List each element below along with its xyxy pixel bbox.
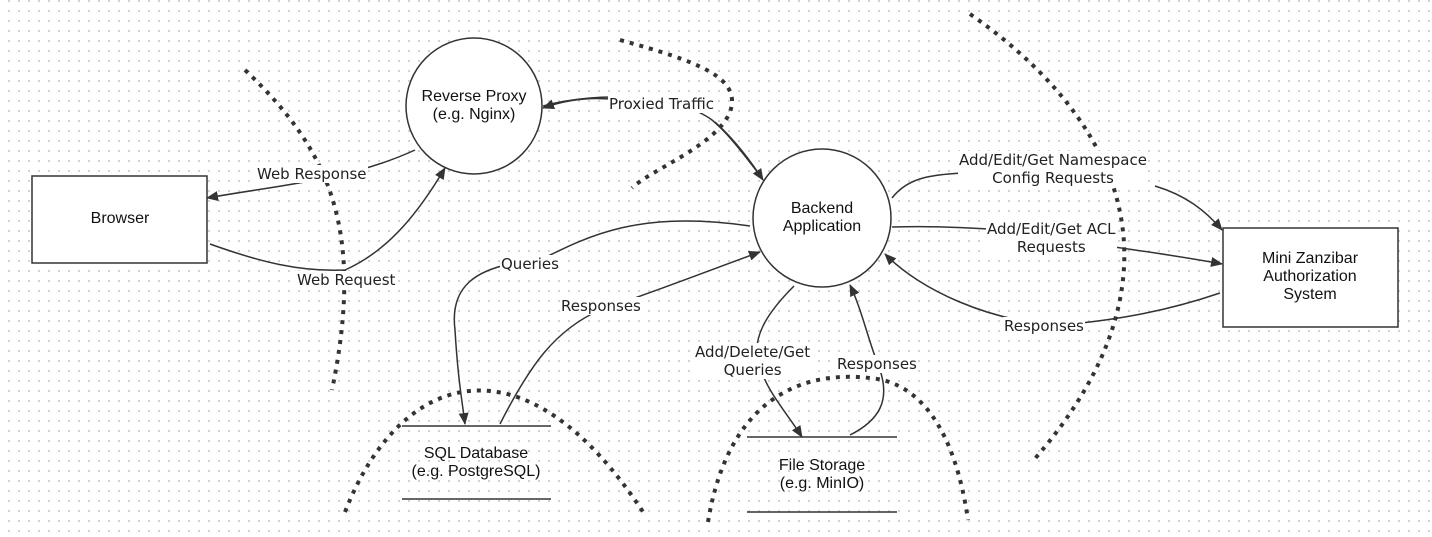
zanzibar-node: [1222, 227, 1399, 328]
browser-node: [31, 175, 208, 264]
trust-boundary-browser: [243, 68, 347, 391]
file-storage-node: [747, 436, 897, 513]
flow-queries: [453, 220, 751, 425]
zanzibar-label: Mini Zanzibar Authorization System: [1261, 250, 1359, 303]
flows: [206, 96, 1222, 438]
web-response-label: Web Response: [256, 165, 368, 183]
trust-boundaries: [243, 12, 1127, 523]
flow-zanzibar-responses: [884, 253, 1221, 326]
flow-web-request: [209, 167, 446, 272]
sql-db-label: SQL Database (e.g. PostgreSQL): [411, 445, 541, 480]
reverse-proxy-node: [405, 37, 543, 175]
trust-boundary-proxy: [619, 38, 734, 190]
storage-responses-label: Responses: [836, 355, 918, 373]
reverse-proxy-label: Reverse Proxy (e.g. Nginx): [421, 88, 527, 123]
trust-boundary-storage: [706, 374, 970, 523]
storage-queries-label: Add/Delete/Get Queries: [694, 343, 812, 379]
backend-node: [752, 148, 892, 288]
trust-boundary-sql: [343, 388, 647, 517]
zanzibar-responses-label: Responses: [1003, 317, 1085, 335]
browser-label: Browser: [90, 210, 150, 227]
queries-label: Queries: [500, 255, 560, 273]
web-request-label: Web Request: [296, 271, 397, 289]
db-responses-label: Responses: [560, 297, 642, 315]
sql-db-node: [402, 425, 551, 500]
proxied-traffic-label: Proxied Traffic: [608, 95, 715, 113]
file-storage-label: File Storage (e.g. MinIO): [778, 457, 866, 492]
flow-proxied-traffic-arrow-2: [714, 121, 764, 181]
flow-db-responses: [499, 251, 761, 425]
acl-requests-label: Add/Edit/Get ACL Requests: [986, 220, 1117, 256]
backend-label: Backend Application: [782, 200, 862, 235]
namespace-requests-label: Add/Edit/Get Namespace Config Requests: [958, 151, 1148, 187]
